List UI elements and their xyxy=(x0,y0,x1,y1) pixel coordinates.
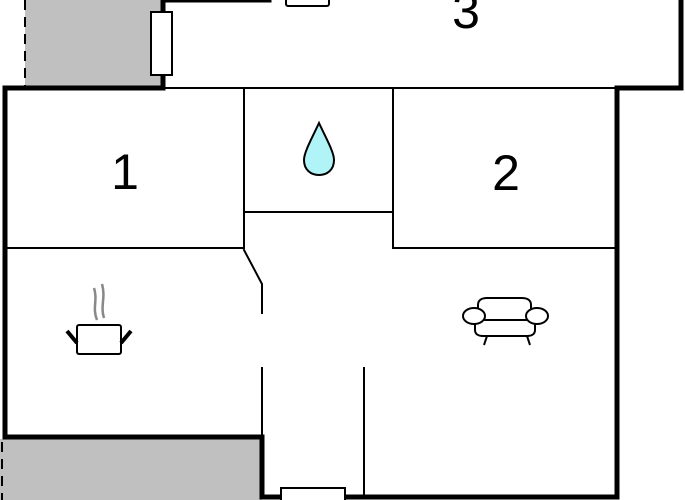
terrace-bottom xyxy=(0,439,262,500)
terrace-top xyxy=(25,0,163,88)
entrance-step xyxy=(280,487,346,500)
room-label-3: 3 xyxy=(452,0,480,39)
cooking-pot-icon xyxy=(65,283,133,355)
water-drop-icon xyxy=(302,120,336,177)
window-top xyxy=(285,0,330,7)
armchair-icon xyxy=(462,297,549,346)
room-label-2: 2 xyxy=(492,145,520,201)
room-label-1: 1 xyxy=(111,144,139,200)
window xyxy=(150,11,173,76)
